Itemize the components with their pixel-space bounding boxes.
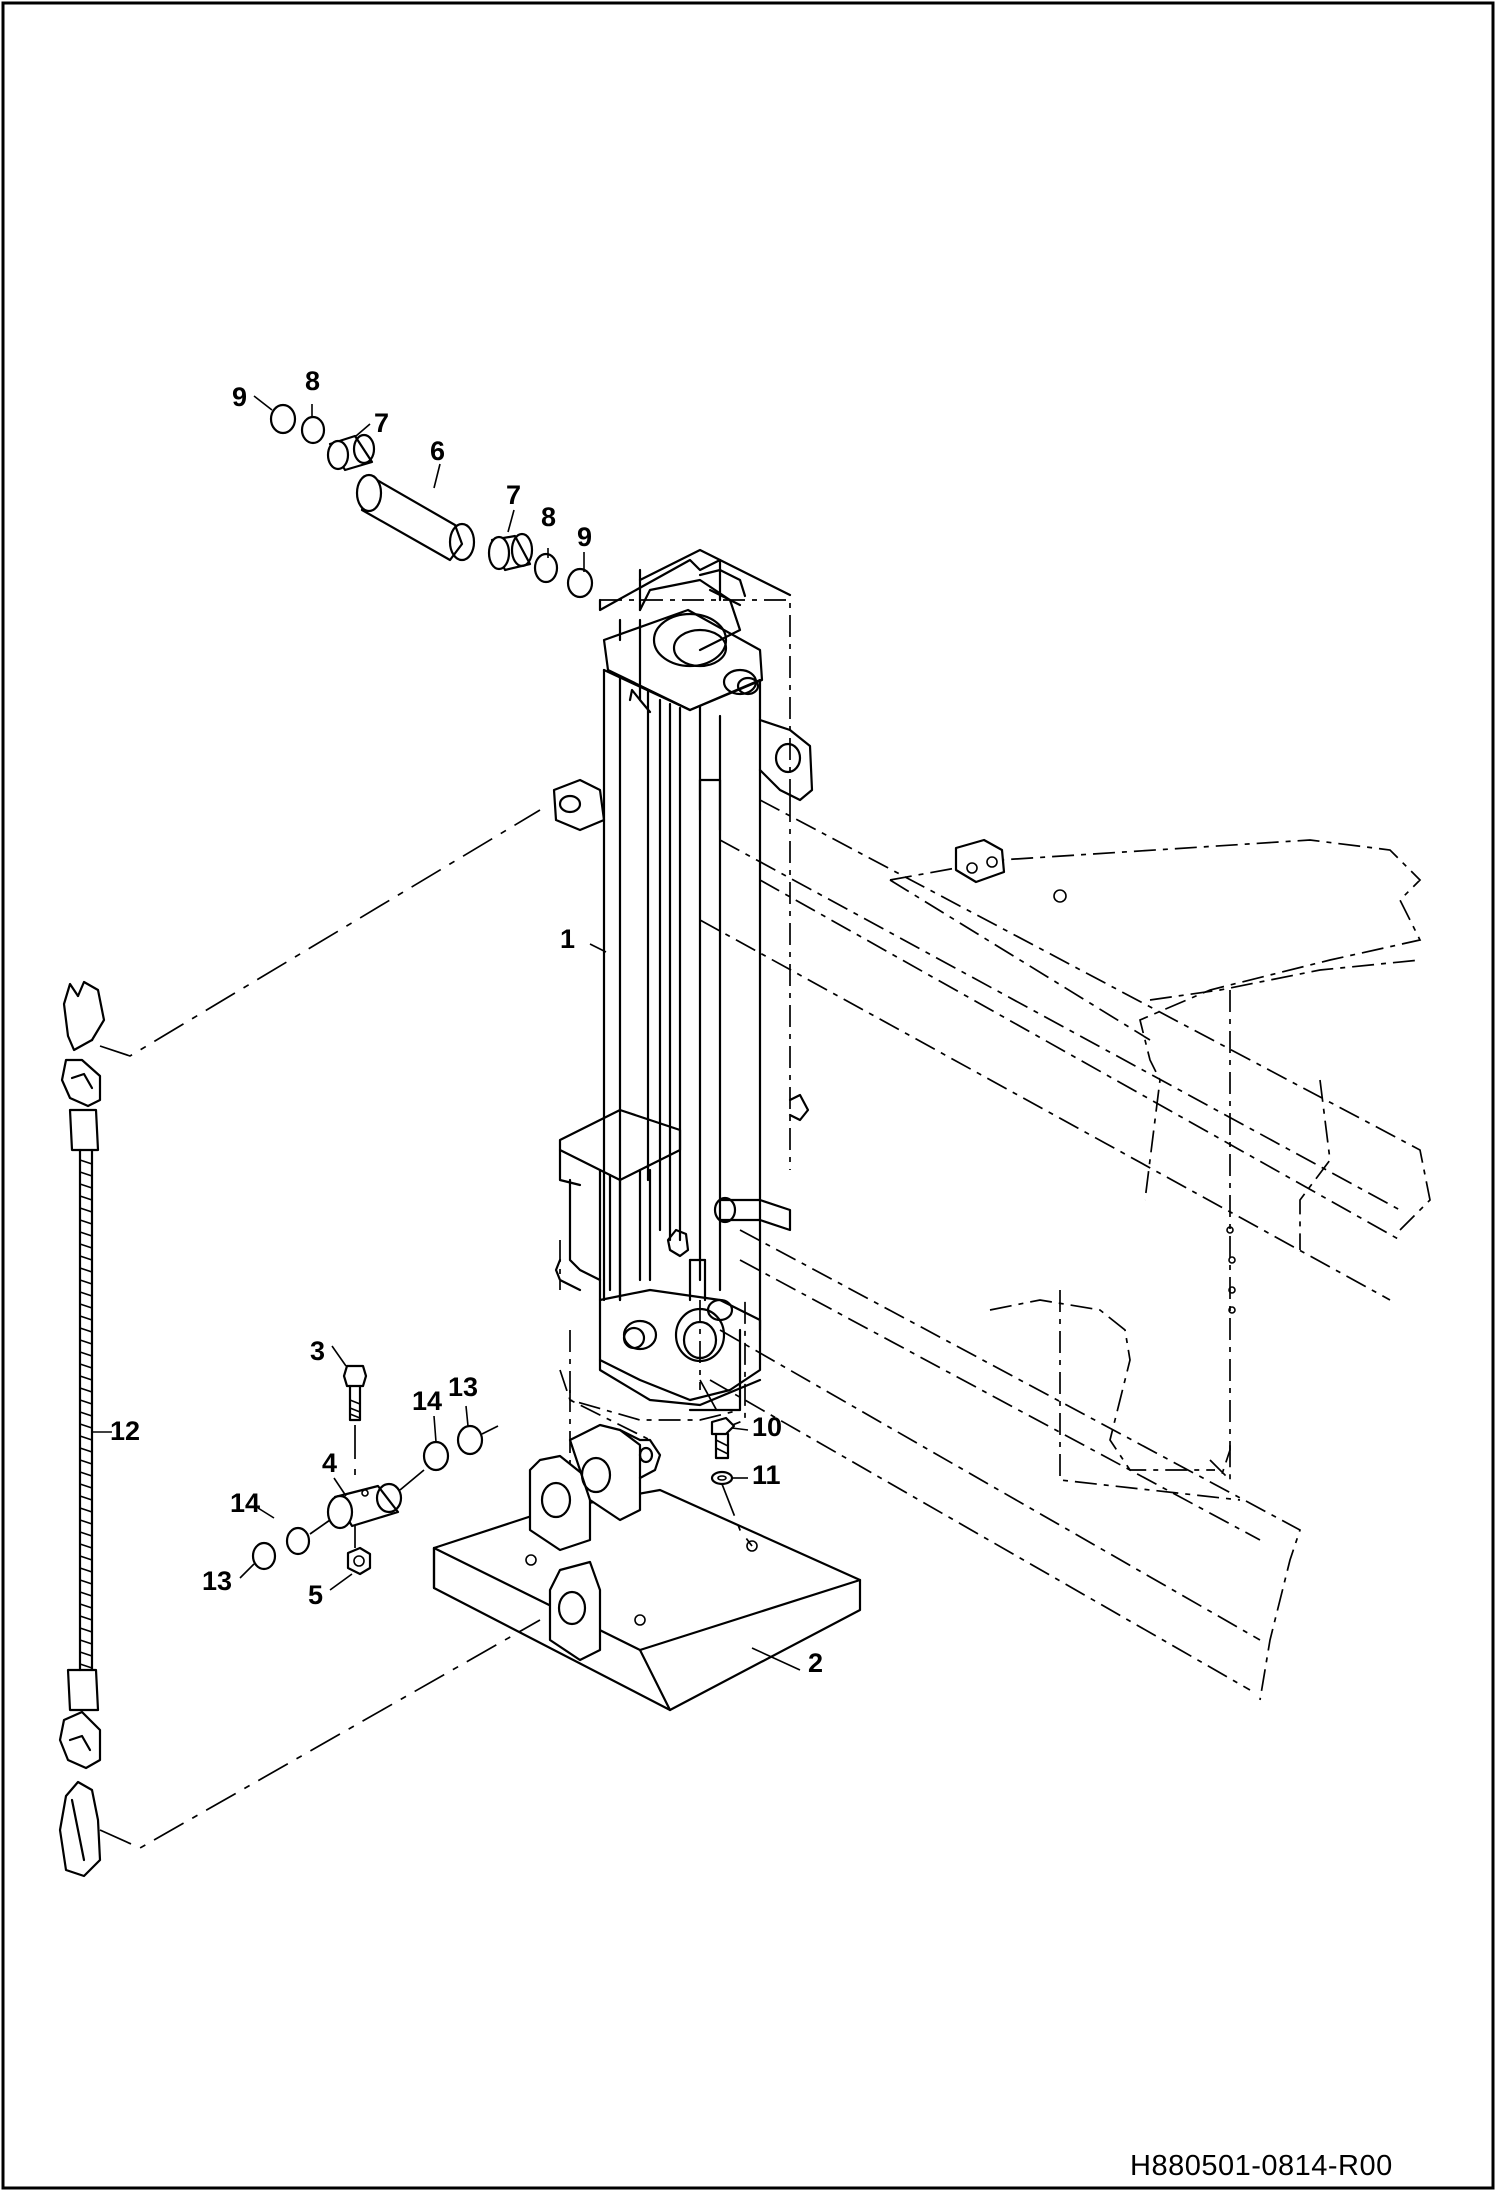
wire-rope-assembly (58, 980, 106, 1878)
callout-10: 10 (752, 1412, 782, 1442)
callout-9-right: 9 (577, 522, 592, 552)
callout-13-right: 13 (448, 1372, 478, 1402)
mast-base-outline (559, 1369, 741, 1421)
base-plate (432, 1423, 862, 1712)
callout-6: 6 (430, 436, 445, 466)
bolt-washer (699, 1379, 753, 1547)
callout-7-right: 7 (506, 480, 521, 510)
callout-14-left: 14 (230, 1488, 260, 1518)
callout-4: 4 (322, 1448, 337, 1478)
callout-3: 3 (310, 1336, 325, 1366)
callout-8-left: 8 (305, 366, 320, 396)
frame-clamp-block (954, 838, 1006, 884)
upper-pin-assembly (269, 403, 594, 599)
drawing-number: H880501-0814-R00 (1130, 2150, 1393, 2182)
callout-8-right: 8 (541, 502, 556, 532)
callout-13-left: 13 (202, 1566, 232, 1596)
mast-cylinder-assembly (552, 548, 814, 1412)
callout-7-left: 7 (374, 408, 389, 438)
rope-lower-link-line (99, 1619, 541, 1849)
callout-labels: 1 2 3 4 5 6 7 7 8 8 9 9 10 11 12 13 13 1… (110, 366, 823, 1678)
callout-5: 5 (308, 1580, 323, 1610)
callout-12: 12 (110, 1416, 140, 1446)
rope-upper-link-line (99, 809, 541, 1057)
callout-14-right: 14 (412, 1386, 442, 1416)
callout-9-left: 9 (232, 382, 247, 412)
callout-2: 2 (808, 1648, 823, 1678)
callout-11: 11 (752, 1460, 781, 1490)
leader-lines (92, 395, 801, 1671)
callout-1: 1 (560, 924, 575, 954)
pin-assembly (251, 1364, 499, 1576)
machine-frame-phantom (559, 599, 1431, 1701)
